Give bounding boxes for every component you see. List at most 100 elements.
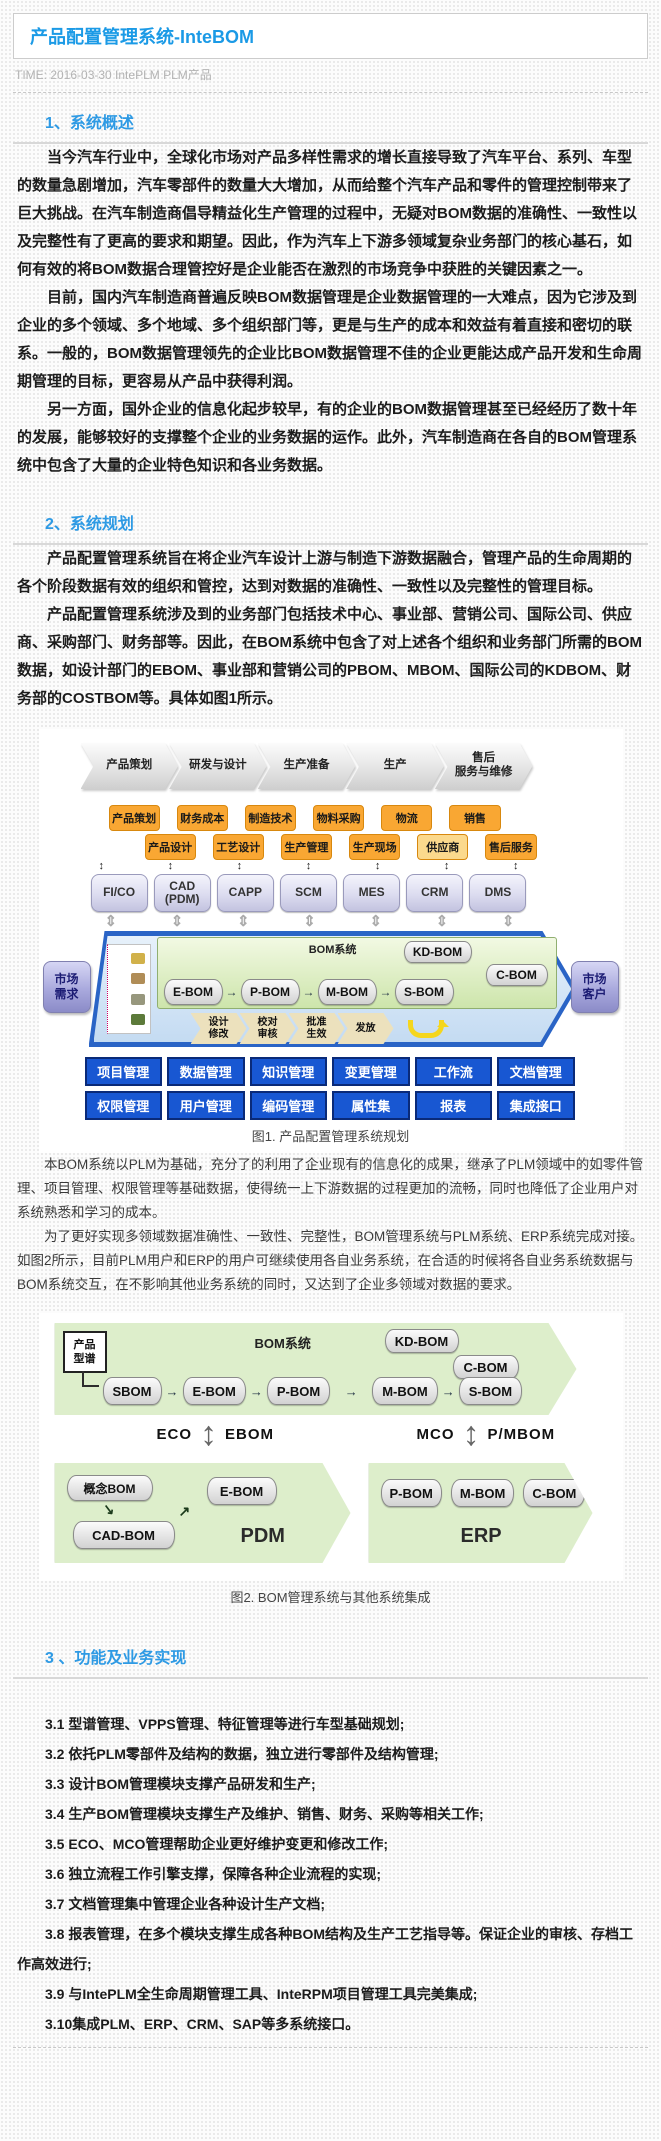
arrow-right-icon (334, 1385, 368, 1398)
eco-label: ECO (156, 1425, 193, 1443)
section-heading-2: 2、系统规划 (13, 480, 648, 545)
paragraph: 为了更好实现多领域数据准确性、一致性、完整性，BOM管理系统与PLM系统、ERP… (17, 1229, 644, 1292)
module-box: 权限管理 (84, 1091, 162, 1120)
double-arrow-icon: ↕ (443, 860, 450, 872)
list-item: 3.10集成PLM、ERP、CRM、SAP等多系统接口。 (45, 2016, 360, 2032)
dept-box: 售后服务 (485, 834, 537, 860)
feature-list: 3.1 型谱管理、VPPS管理、特征管理等进行车型基础规划; 3.2 依托PLM… (13, 1709, 648, 2039)
c-bom-cylinder: C-BOM (523, 1479, 585, 1507)
arrow-right-icon (166, 1385, 179, 1398)
double-arrow-icon: ↕ (374, 860, 381, 872)
module-box: 工作流 (414, 1057, 492, 1086)
system-box: SCM (279, 874, 338, 912)
arrow-right-icon (303, 986, 315, 998)
bom-system-band: 市场 需求 BOM系统 KD-BOM C-BOM E-BOM P-BOM (39, 931, 623, 1047)
module-row-1: 项目管理 数据管理 知识管理 变更管理 工作流 文档管理 (84, 1057, 575, 1086)
system-box: MES (343, 874, 401, 912)
module-box: 项目管理 (84, 1057, 162, 1086)
module-box: 用户管理 (167, 1091, 245, 1120)
c-bom-cylinder: C-BOM (453, 1355, 519, 1379)
divider-dashed-top (13, 92, 648, 93)
product-spectrum-box: 产品 型谱 (63, 1331, 107, 1373)
bom-cylinder: P-BOM (240, 979, 300, 1005)
dept-box: 产品策划 (108, 805, 160, 831)
list-item: 3.8 报表管理，在多个模块支撑生成各种BOM结构及生产工艺指导等。保证企业的审… (17, 1926, 634, 1972)
article-page: 产品配置管理系统-InteBOM TIME: 2016-03-30 IntePL… (0, 0, 661, 2048)
module-box: 变更管理 (332, 1057, 410, 1086)
bom-system-arrow: 产品 型谱 BOM系统 KD-BOM C-BOM SBOM E-BOM P-BO… (55, 1323, 577, 1415)
double-arrow-icon: ↕ (236, 860, 243, 872)
eco-exchange-arrow: ECO ↕ EBOM (157, 1417, 275, 1451)
double-arrow-icon: ↕ (512, 860, 519, 872)
list-item: 3.2 依托PLM零部件及结构的数据，独立进行零部件及结构管理; (45, 1746, 439, 1762)
paragraph: 本BOM系统以PLM为基础，充分了的利用了企业现有的信息化的成果，继承了PLM领… (17, 1157, 644, 1220)
title-box: 产品配置管理系统-InteBOM (13, 13, 648, 59)
market-customer-box: 市场 客户 (570, 961, 619, 1013)
bom-system-label: BOM系统 (308, 944, 357, 956)
part-thumbnail (130, 952, 145, 964)
phase-chevron: 产品策划 (81, 743, 179, 789)
figure1-diagram: 产品策划 研发与设计 生产准备 生产 售后 服务与维修 产品策划 财务成本 制造… (38, 729, 623, 1153)
double-arrow-icon: ↕ (98, 860, 105, 872)
double-arrow-icon: ↕ (305, 860, 312, 872)
paragraph: 产品配置管理系统旨在将企业汽车设计上游与制造下游数据融合，管理产品的生命周期的各… (17, 550, 633, 595)
list-item: 3.4 生产BOM管理模块支撑生产及维护、销售、财务、采购等相关工作; (45, 1806, 484, 1822)
double-arrow-icon: ⇕ (236, 913, 250, 930)
double-arrow-icon: ⇕ (170, 913, 184, 930)
double-arrow-icon: ↕ (167, 860, 174, 872)
arrow-right-icon (226, 986, 238, 998)
department-row-2: 产品设计 工艺设计 生产管理 生产现场 供应商 售后服务 (144, 834, 537, 860)
process-chevron: 发放 (338, 1013, 394, 1044)
e-bom-cylinder: E-BOM (207, 1477, 277, 1505)
bom-cylinder: S-BOM (394, 979, 454, 1005)
phase-chevron: 售后 服务与维修 (435, 743, 533, 789)
part-thumbnail (130, 973, 145, 985)
dept-box: 制造技术 (244, 805, 297, 831)
process-chevron: 校对 审核 (240, 1013, 296, 1044)
list-item: 3.9 与IntePLM全生命周期管理工具、InteRPM项目管理工具完美集成; (45, 1986, 478, 2002)
dept-box: 生产管理 (280, 834, 333, 860)
module-box: 编码管理 (249, 1091, 327, 1120)
bom-cylinder: SBOM (103, 1377, 162, 1405)
arrow-up-right-icon (179, 1503, 191, 1520)
section-heading-3: 3 、功能及业务实现 (13, 1614, 648, 1679)
arrow-down-right-icon (101, 1500, 115, 1518)
page-title: 产品配置管理系统-InteBOM (30, 27, 254, 47)
mco-exchange-arrow: MCO ↕ P/MBOM (417, 1417, 556, 1451)
divider-dashed-bottom (13, 2047, 648, 2048)
arrow-right-icon (380, 986, 392, 998)
cad-bom-cylinder: CAD-BOM (73, 1521, 175, 1549)
bom-system-panel: BOM系统 KD-BOM C-BOM E-BOM P-BOM M-BOM S-B… (156, 937, 557, 1009)
paragraph: 另一方面，国外企业的信息化起步较早，有的企业的BOM数据管理甚至已经经历了数十年… (17, 401, 637, 474)
module-box: 文档管理 (497, 1057, 575, 1086)
bom-cylinder: M-BOM (372, 1377, 438, 1405)
mco-label: MCO (416, 1425, 455, 1443)
system-box: DMS (469, 874, 527, 912)
arrow-right-icon (442, 1385, 455, 1398)
list-item: 3.3 设计BOM管理模块支撑产品研发和生产; (45, 1776, 316, 1792)
part-thumbnail (130, 1014, 145, 1026)
kd-bom-cylinder: KD-BOM (385, 1329, 459, 1353)
paragraph: 目前，国内汽车制造商普遍反映BOM数据管理是企业数据管理的一大难点，因为它涉及到… (17, 289, 642, 390)
figure2-diagram: 产品 型谱 BOM系统 KD-BOM C-BOM SBOM E-BOM P-BO… (38, 1313, 623, 1581)
c-bom-cylinder: C-BOM (485, 964, 548, 986)
double-arrow-icon: ↕ (462, 1415, 480, 1453)
double-arrow-icon: ↕ (200, 1415, 218, 1453)
bom-cylinder: E-BOM (163, 979, 223, 1005)
module-box: 集成接口 (497, 1091, 575, 1120)
m-bom-cylinder: M-BOM (451, 1479, 515, 1507)
module-box: 报表 (414, 1091, 492, 1120)
bom-flow-row: E-BOM P-BOM M-BOM S-BOM (163, 979, 454, 1005)
section-heading-1: 1、系统概述 (13, 93, 648, 144)
p-bom-cylinder: P-BOM (381, 1479, 442, 1507)
pdm-system-arrow: 概念BOM CAD-BOM E-BOM PDM (55, 1463, 351, 1563)
process-chevron: 批准 生效 (289, 1013, 345, 1044)
list-item: 3.1 型谱管理、VPPS管理、特征管理等进行车型基础规划; (45, 1716, 405, 1732)
dept-box: 物料采购 (313, 805, 365, 831)
double-arrow-icon: ⇕ (369, 913, 383, 930)
bom-cylinder: E-BOM (183, 1377, 246, 1405)
department-row-1: 产品策划 财务成本 制造技术 物料采购 物流 销售 (108, 805, 501, 831)
list-item: 3.6 独立流程工作引擎支撑，保障各种企业流程的实现; (45, 1866, 382, 1882)
double-arrow-icon: ⇕ (303, 913, 316, 930)
bom-cylinder: S-BOM (459, 1377, 522, 1405)
